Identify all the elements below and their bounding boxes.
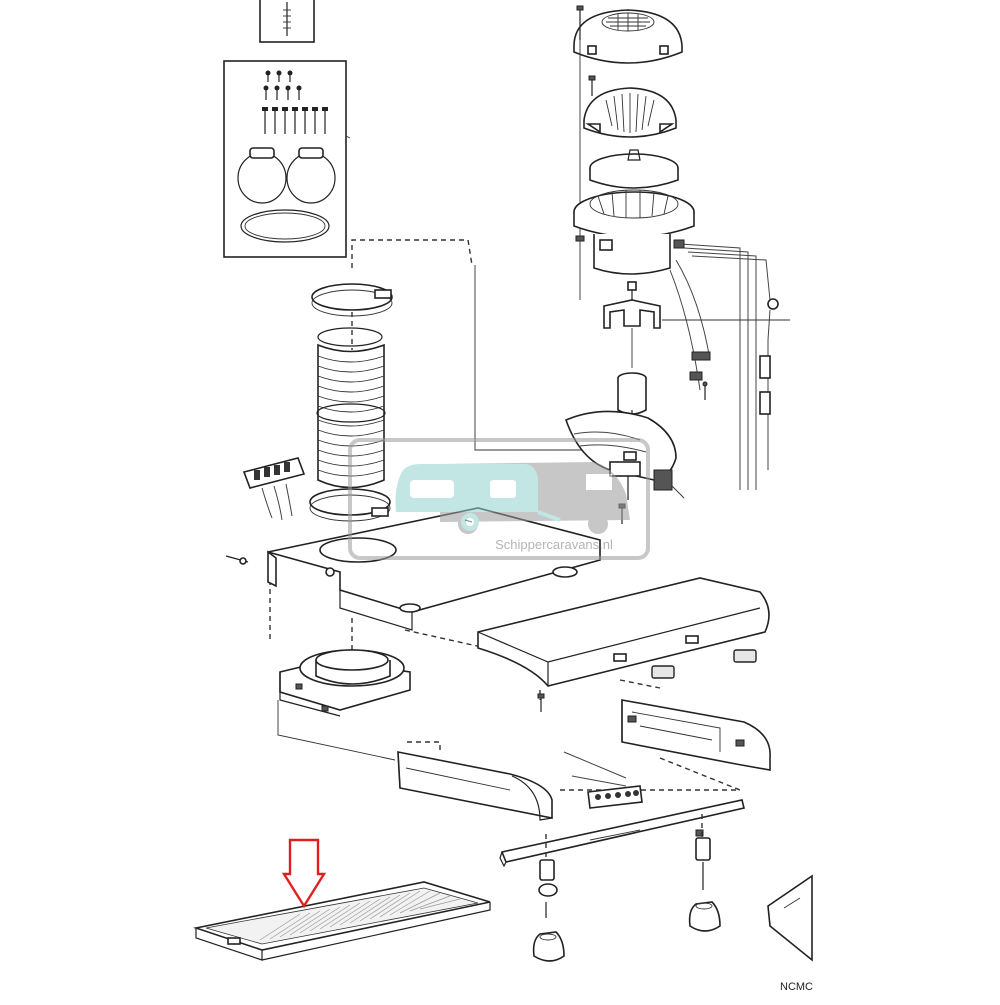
top-clamp-icon [311, 283, 393, 317]
motor-bracket [603, 281, 661, 368]
fixing-kit-box [223, 60, 347, 258]
rubber-foot-left [532, 834, 565, 962]
rubber-foot-right [688, 814, 721, 932]
air-filter [192, 881, 491, 961]
fan-motor [617, 372, 647, 424]
duct-adaptor [279, 649, 411, 717]
mounting-frame [267, 507, 601, 631]
short-screws-icon [263, 70, 302, 100]
screw-icon [575, 235, 585, 242]
screw-icon [702, 381, 708, 400]
watermark-logo: Schippercaravans.nl [348, 438, 650, 560]
highlight-arrow [281, 838, 327, 909]
long-screws-icon [262, 107, 328, 134]
fan-disc [589, 149, 679, 189]
terminal-strip-icon [563, 751, 643, 809]
sealing-ring-icon [240, 209, 330, 243]
fan-motor-housing [573, 189, 695, 275]
wiring-harness [669, 239, 779, 490]
clip-icon [651, 649, 757, 679]
diagram-code-label: NCMC [780, 981, 813, 993]
screw-icon [283, 2, 291, 36]
manual-icon [767, 874, 813, 962]
screw-pack-box [259, 0, 315, 43]
screw-icon [537, 693, 545, 712]
assembly-guide-lines [269, 239, 741, 791]
lower-cover [397, 751, 553, 821]
terminal-block-icon [242, 457, 306, 521]
roof-vent-cap [573, 9, 683, 64]
caravan-icon [395, 464, 561, 531]
control-panel-housing [621, 699, 771, 771]
screw-icon [576, 5, 584, 40]
vent-grille [583, 87, 677, 138]
mounting-rail [499, 799, 745, 868]
watermark-text: Schippercaravans.nl [495, 537, 613, 552]
hose-clamp-icon [237, 147, 336, 204]
screw-icon [588, 75, 596, 96]
upper-cover [477, 577, 770, 700]
pin-icon [225, 555, 249, 565]
